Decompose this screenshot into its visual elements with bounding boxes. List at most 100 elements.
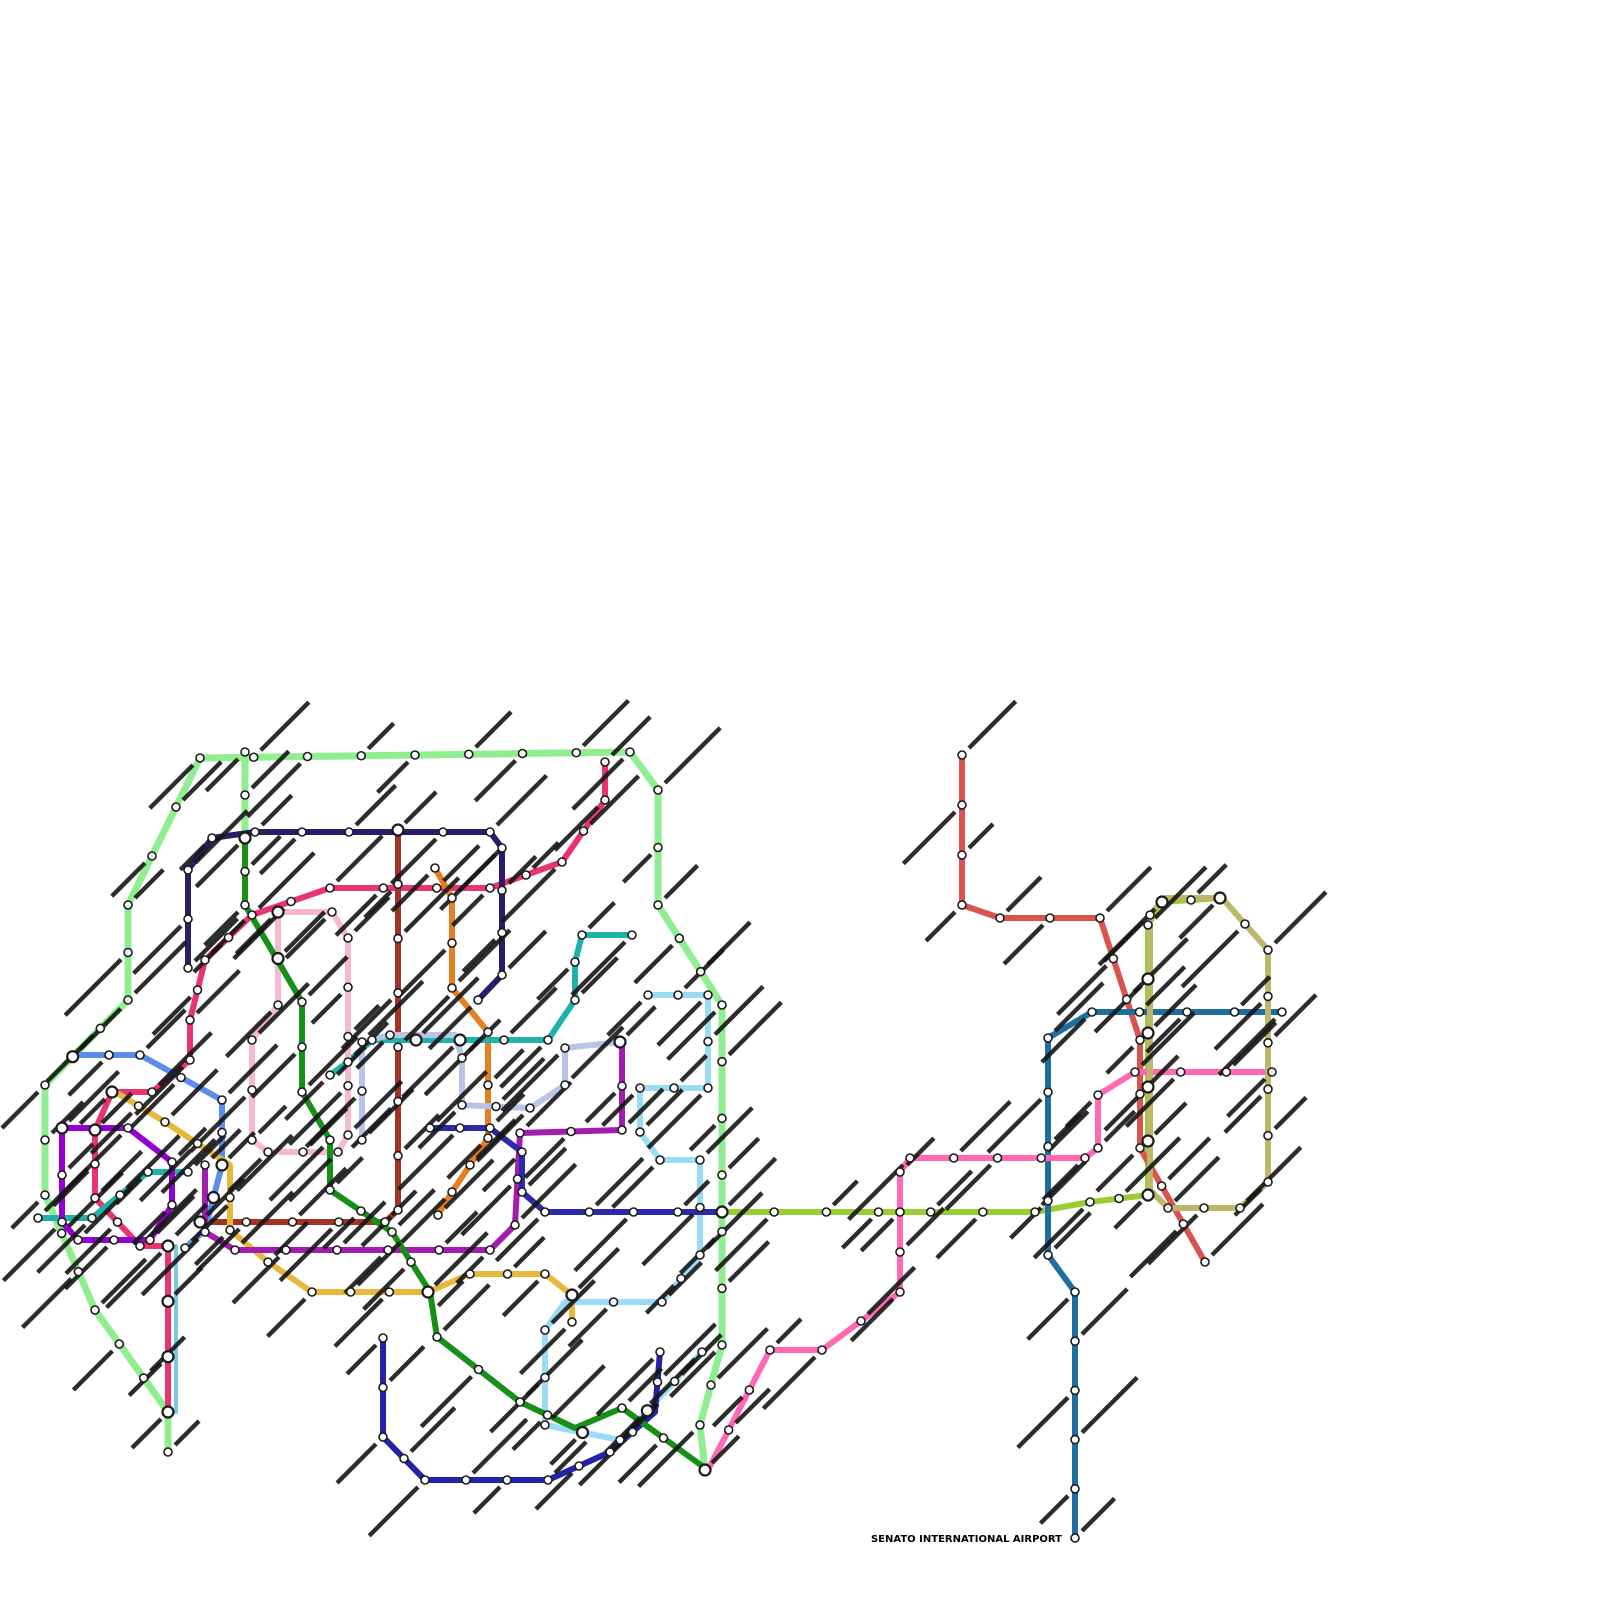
- station: [393, 1096, 403, 1107]
- station-label-stub: [63, 957, 123, 1017]
- station: [455, 1123, 465, 1133]
- station: [895, 1167, 905, 1177]
- station: [625, 747, 635, 757]
- station: [380, 1217, 390, 1227]
- station-label-stub: [250, 834, 282, 867]
- station-label-stub: [1041, 1163, 1080, 1202]
- station-label-stub: [283, 910, 327, 954]
- station: [1135, 1143, 1145, 1153]
- station: [33, 1213, 43, 1223]
- interchange-station: [453, 1033, 467, 1047]
- station-label-stub: [711, 1395, 744, 1428]
- station-label-stub: [611, 1165, 655, 1209]
- station-label-stub: [727, 1240, 771, 1283]
- station-label-stub: [1223, 1094, 1263, 1134]
- station: [543, 1035, 553, 1045]
- station-label-stub: [403, 994, 451, 1042]
- station: [56, 1228, 67, 1239]
- station: [653, 842, 663, 853]
- interchange-station: [193, 1215, 207, 1229]
- station-label-stub: [134, 1065, 185, 1116]
- station: [483, 1133, 493, 1143]
- station-label-stub: [1213, 1001, 1263, 1051]
- station-label-stub: [190, 1204, 229, 1243]
- station: [948, 1153, 959, 1163]
- station: [325, 1070, 335, 1080]
- station-label-stub: [287, 1157, 333, 1203]
- station: [1221, 1067, 1232, 1077]
- station-label-stub: [177, 1126, 208, 1157]
- station: [992, 1153, 1003, 1163]
- station: [517, 1147, 527, 1157]
- station: [273, 1000, 283, 1010]
- station: [263, 1257, 273, 1267]
- station: [185, 1015, 195, 1025]
- station: [765, 1345, 775, 1355]
- station-label-stub: [713, 1217, 769, 1273]
- station: [185, 1055, 195, 1065]
- station: [695, 1250, 705, 1260]
- station-label-stub: [662, 1322, 717, 1377]
- station-label-stub: [636, 1430, 695, 1489]
- station-label-stub: [1064, 1100, 1093, 1129]
- interchange-station: [613, 1035, 627, 1049]
- station: [1263, 1038, 1273, 1048]
- station: [1070, 1336, 1080, 1346]
- station: [250, 827, 260, 837]
- station-label-stub: [427, 1005, 473, 1051]
- station-label-stub: [403, 1113, 441, 1151]
- station: [672, 1207, 683, 1217]
- station-label-stub: [493, 1048, 525, 1080]
- station: [567, 1317, 577, 1327]
- station: [873, 1207, 884, 1217]
- station: [1199, 1203, 1209, 1213]
- station-label-stub: [409, 1406, 457, 1454]
- station: [957, 850, 967, 860]
- station-label-stub: [601, 1093, 635, 1127]
- station-label-stub: [307, 1035, 359, 1087]
- interchange-station: [105, 1085, 119, 1099]
- station-label-stub: [905, 1206, 946, 1247]
- station-label-stub: [257, 981, 311, 1035]
- interchange-station: [1213, 891, 1227, 905]
- station: [40, 1190, 50, 1200]
- station: [674, 933, 685, 944]
- station-label-stub: [1103, 1109, 1137, 1143]
- interchange-station: [271, 951, 285, 966]
- station: [957, 750, 967, 760]
- station-label-stub: [1, 1227, 57, 1283]
- station: [138, 1373, 149, 1383]
- station: [192, 985, 203, 995]
- station-label-stub: [67, 1060, 104, 1097]
- station-label-stub: [304, 1096, 357, 1149]
- station: [387, 1227, 397, 1237]
- station-label-stub: [89, 1111, 134, 1155]
- station: [1263, 945, 1273, 955]
- station: [1070, 1434, 1080, 1445]
- station-label-stub: [495, 773, 549, 827]
- station: [434, 1245, 444, 1255]
- station-label-stub: [193, 917, 239, 963]
- station-label-stub: [224, 1010, 273, 1059]
- station-label-stub: [442, 1283, 491, 1332]
- station: [1134, 1007, 1145, 1017]
- station: [406, 1257, 416, 1267]
- station: [240, 900, 250, 910]
- station-label-stub: [511, 1420, 543, 1452]
- station: [115, 1190, 125, 1200]
- station-label-stub: [527, 1146, 568, 1187]
- station: [895, 1247, 905, 1257]
- station: [384, 1287, 395, 1297]
- station-label-stub: [507, 854, 538, 885]
- station: [652, 1377, 663, 1387]
- station: [378, 1382, 388, 1393]
- station: [425, 1123, 435, 1133]
- interchange-station: [1141, 1080, 1155, 1094]
- station-label-stub: [268, 1145, 325, 1202]
- station: [1070, 1533, 1080, 1543]
- station: [356, 750, 367, 761]
- station-label-stub: [1273, 1095, 1308, 1131]
- station: [40, 1135, 50, 1145]
- station-label-stub: [1231, 1021, 1278, 1067]
- station-label-stub: [1217, 1017, 1277, 1077]
